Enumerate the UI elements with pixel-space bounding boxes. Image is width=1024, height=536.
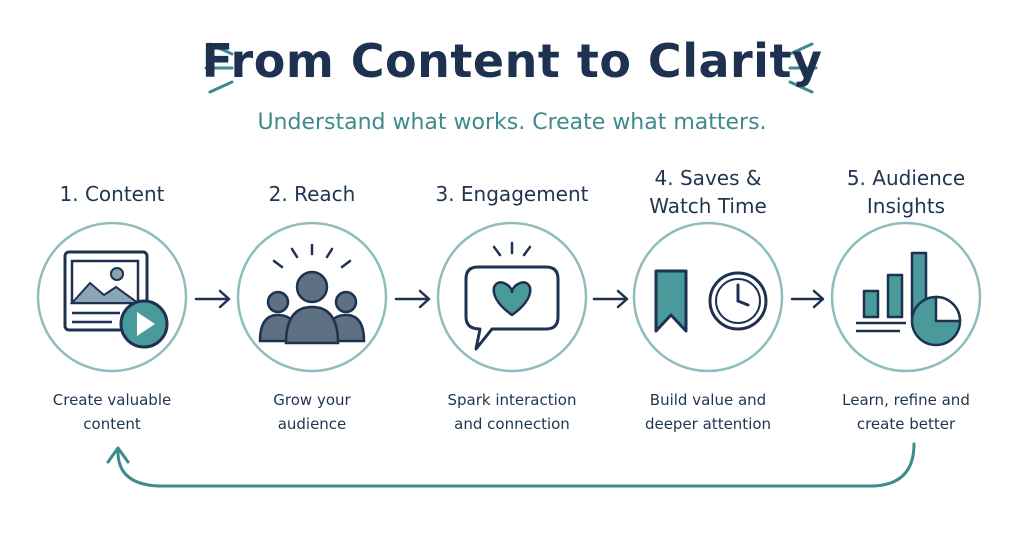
step-label-audience-insights: 5. Audience Insights bbox=[846, 166, 966, 218]
content-media-icon bbox=[63, 250, 169, 349]
step-label-reach: 2. Reach bbox=[268, 182, 356, 206]
step-circle-1 bbox=[36, 221, 188, 373]
loop-back-arrow-icon bbox=[106, 442, 916, 488]
step-label-content: 1. Content bbox=[59, 182, 165, 206]
step-circles bbox=[36, 221, 982, 373]
arrow-4-to-5-icon bbox=[790, 289, 825, 309]
arrow-3-to-4-icon bbox=[592, 289, 629, 309]
page-subtitle: Understand what works. Create what matte… bbox=[257, 110, 767, 135]
step-label-engagement: 3. Engagement bbox=[435, 182, 589, 206]
heart-speech-bubble-icon bbox=[464, 241, 560, 351]
step-circle-5 bbox=[830, 221, 982, 373]
analytics-chart-icon bbox=[856, 251, 962, 347]
step-desc-engagement: Spark interaction and connection bbox=[447, 391, 577, 433]
arrow-2-to-3-icon bbox=[394, 289, 431, 309]
bookmark-clock-icon bbox=[654, 269, 768, 333]
flow-arrows bbox=[194, 289, 825, 309]
step-desc-saves-watch-time: Build value and deeper attention bbox=[644, 391, 772, 433]
step-desc-content: Create valuable content bbox=[52, 391, 172, 433]
title-flourish-left bbox=[204, 42, 234, 94]
step-label-saves-watch-time: 4. Saves & Watch Time bbox=[649, 166, 767, 218]
page-title: From Content to Clarity bbox=[201, 34, 823, 88]
step-circle-4 bbox=[632, 221, 784, 373]
step-desc-audience-insights: Learn, refine and create better bbox=[842, 391, 970, 433]
step-circle-2 bbox=[236, 221, 388, 373]
title-flourish-right bbox=[788, 42, 818, 94]
step-circle-3 bbox=[436, 221, 588, 373]
audience-group-icon bbox=[258, 243, 366, 345]
arrow-1-to-2-icon bbox=[194, 289, 231, 309]
step-desc-reach: Grow your audience bbox=[273, 391, 351, 433]
